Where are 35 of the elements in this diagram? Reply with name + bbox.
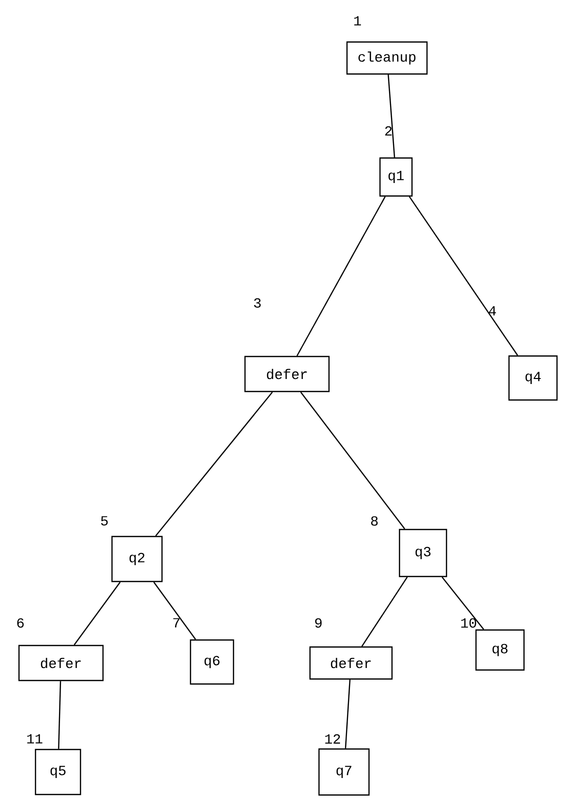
- process-box: defer: [309, 646, 393, 680]
- process-box: defer: [18, 644, 104, 682]
- connector-line: [408, 196, 518, 356]
- process-box: q4: [508, 355, 558, 401]
- node-number: 11: [27, 734, 42, 744]
- connector-line: [58, 681, 62, 749]
- node-number: 5: [101, 516, 108, 526]
- node-number: 7: [173, 618, 180, 628]
- process-box: q8: [475, 629, 525, 671]
- node-number: 12: [325, 734, 340, 744]
- node-number: 9: [315, 618, 322, 628]
- process-box: defer: [244, 356, 330, 392]
- node-number: 1: [354, 16, 361, 26]
- process-box: q6: [190, 639, 234, 685]
- connector-line: [153, 582, 196, 640]
- node-number: 10: [461, 618, 476, 628]
- connector-line: [361, 576, 408, 647]
- process-box: q1: [379, 157, 413, 197]
- node-number: 8: [371, 516, 378, 526]
- process-box: q3: [398, 528, 448, 578]
- connector-line: [344, 680, 351, 748]
- connector-line: [442, 576, 484, 630]
- connector-line: [388, 74, 396, 158]
- process-box: cleanup: [346, 41, 428, 75]
- connector-line: [74, 582, 121, 646]
- node-number: 6: [17, 618, 24, 628]
- connector-line: [296, 196, 386, 356]
- node-number: 4: [488, 306, 496, 316]
- node-number: 3: [254, 298, 261, 308]
- connector-line: [155, 392, 273, 536]
- process-box: q2: [111, 536, 163, 582]
- node-number: 2: [385, 126, 392, 136]
- process-box: q7: [318, 748, 370, 796]
- connector-line: [300, 392, 406, 530]
- process-box: q5: [34, 748, 82, 796]
